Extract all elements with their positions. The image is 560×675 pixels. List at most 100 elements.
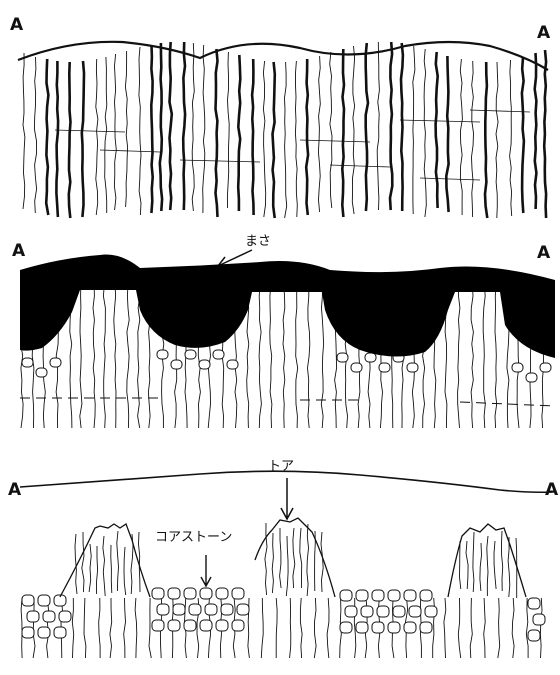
corestone xyxy=(157,604,169,615)
tor-column-line xyxy=(494,541,496,589)
edge-mark-bottom-right: A xyxy=(545,480,559,500)
corestone xyxy=(404,622,416,633)
column-line xyxy=(458,598,460,658)
corestone xyxy=(409,606,421,617)
corestone xyxy=(425,606,437,617)
column-line xyxy=(401,43,403,211)
corestone xyxy=(38,595,50,606)
corestone xyxy=(152,588,164,599)
column-line xyxy=(72,598,73,658)
column-line xyxy=(342,49,344,217)
column-line xyxy=(472,61,474,217)
panel-top: A A xyxy=(10,15,551,218)
corestone xyxy=(200,588,212,599)
corestone xyxy=(372,590,384,601)
corestone xyxy=(216,620,228,631)
column-line xyxy=(285,62,287,218)
joint-line xyxy=(400,120,480,122)
column-line xyxy=(496,62,498,218)
joint-line xyxy=(100,150,160,152)
column-line xyxy=(283,284,285,428)
corestone xyxy=(533,614,545,625)
corestone xyxy=(356,622,368,633)
tor-column-line xyxy=(89,544,91,592)
corestone xyxy=(54,627,66,638)
column-line xyxy=(526,598,528,658)
corestone xyxy=(184,620,196,631)
corestone xyxy=(528,630,540,641)
column-line xyxy=(377,42,379,210)
tor-column-line xyxy=(82,532,84,592)
tor-column-line xyxy=(117,531,119,591)
corestones-bottom xyxy=(22,588,545,641)
column-line xyxy=(103,284,105,428)
corestone xyxy=(512,363,523,372)
tor-column-line xyxy=(502,531,503,591)
column-line xyxy=(149,598,151,658)
corestone xyxy=(377,606,389,617)
corestone xyxy=(345,606,357,617)
corestone xyxy=(205,604,217,615)
column-line xyxy=(540,598,542,658)
column-line xyxy=(444,598,446,658)
edge-mark-top-left: A xyxy=(10,15,24,35)
column-line xyxy=(151,45,152,213)
joint-line xyxy=(470,110,530,112)
column-line xyxy=(263,61,265,217)
column-line xyxy=(483,284,485,428)
rock-columns-middle xyxy=(21,284,544,428)
edge-mark-middle-left: A xyxy=(12,241,26,261)
corestone xyxy=(36,368,47,377)
label-masa: まさ xyxy=(245,234,271,249)
column-line xyxy=(330,52,332,208)
column-line xyxy=(135,598,137,658)
column-line xyxy=(273,62,275,218)
tor-column-line xyxy=(466,541,468,589)
column-line xyxy=(203,45,205,213)
corestone xyxy=(216,588,228,599)
ground-surface-bottom xyxy=(20,471,552,492)
corestone xyxy=(199,360,210,369)
corestone xyxy=(393,606,405,617)
column-line xyxy=(124,598,126,658)
corestone xyxy=(171,360,182,369)
tor-column-line xyxy=(103,536,105,596)
column-line xyxy=(23,53,25,209)
column-line xyxy=(139,47,141,215)
joints-top xyxy=(55,110,530,180)
corestone xyxy=(157,350,168,359)
column-line xyxy=(495,284,497,428)
label-tor: トア xyxy=(268,459,294,474)
column-line xyxy=(470,598,472,658)
column-line xyxy=(99,598,100,658)
corestone xyxy=(43,611,55,622)
column-line xyxy=(535,53,537,209)
tor-column-line xyxy=(124,547,126,595)
joint-line xyxy=(420,178,480,180)
corestone xyxy=(38,627,50,638)
column-line xyxy=(366,43,368,211)
column-line xyxy=(327,598,329,658)
corestone xyxy=(173,604,185,615)
corestone xyxy=(372,622,384,633)
column-line xyxy=(352,46,354,214)
column-line xyxy=(21,598,22,658)
corestone xyxy=(351,363,362,372)
column-line xyxy=(114,284,116,428)
tor-column-line xyxy=(272,533,273,593)
corestone xyxy=(340,590,352,601)
column-line xyxy=(296,284,298,428)
corestone xyxy=(365,353,376,362)
corestone xyxy=(227,360,238,369)
corestone xyxy=(337,353,348,362)
column-line xyxy=(160,43,162,211)
corestone xyxy=(340,622,352,633)
corestone xyxy=(237,604,249,615)
column-line xyxy=(460,59,462,215)
column-line xyxy=(512,598,514,658)
column-line xyxy=(306,59,308,215)
corestone xyxy=(420,622,432,633)
joint-line xyxy=(330,165,390,167)
edge-mark-middle-right: A xyxy=(537,243,551,263)
